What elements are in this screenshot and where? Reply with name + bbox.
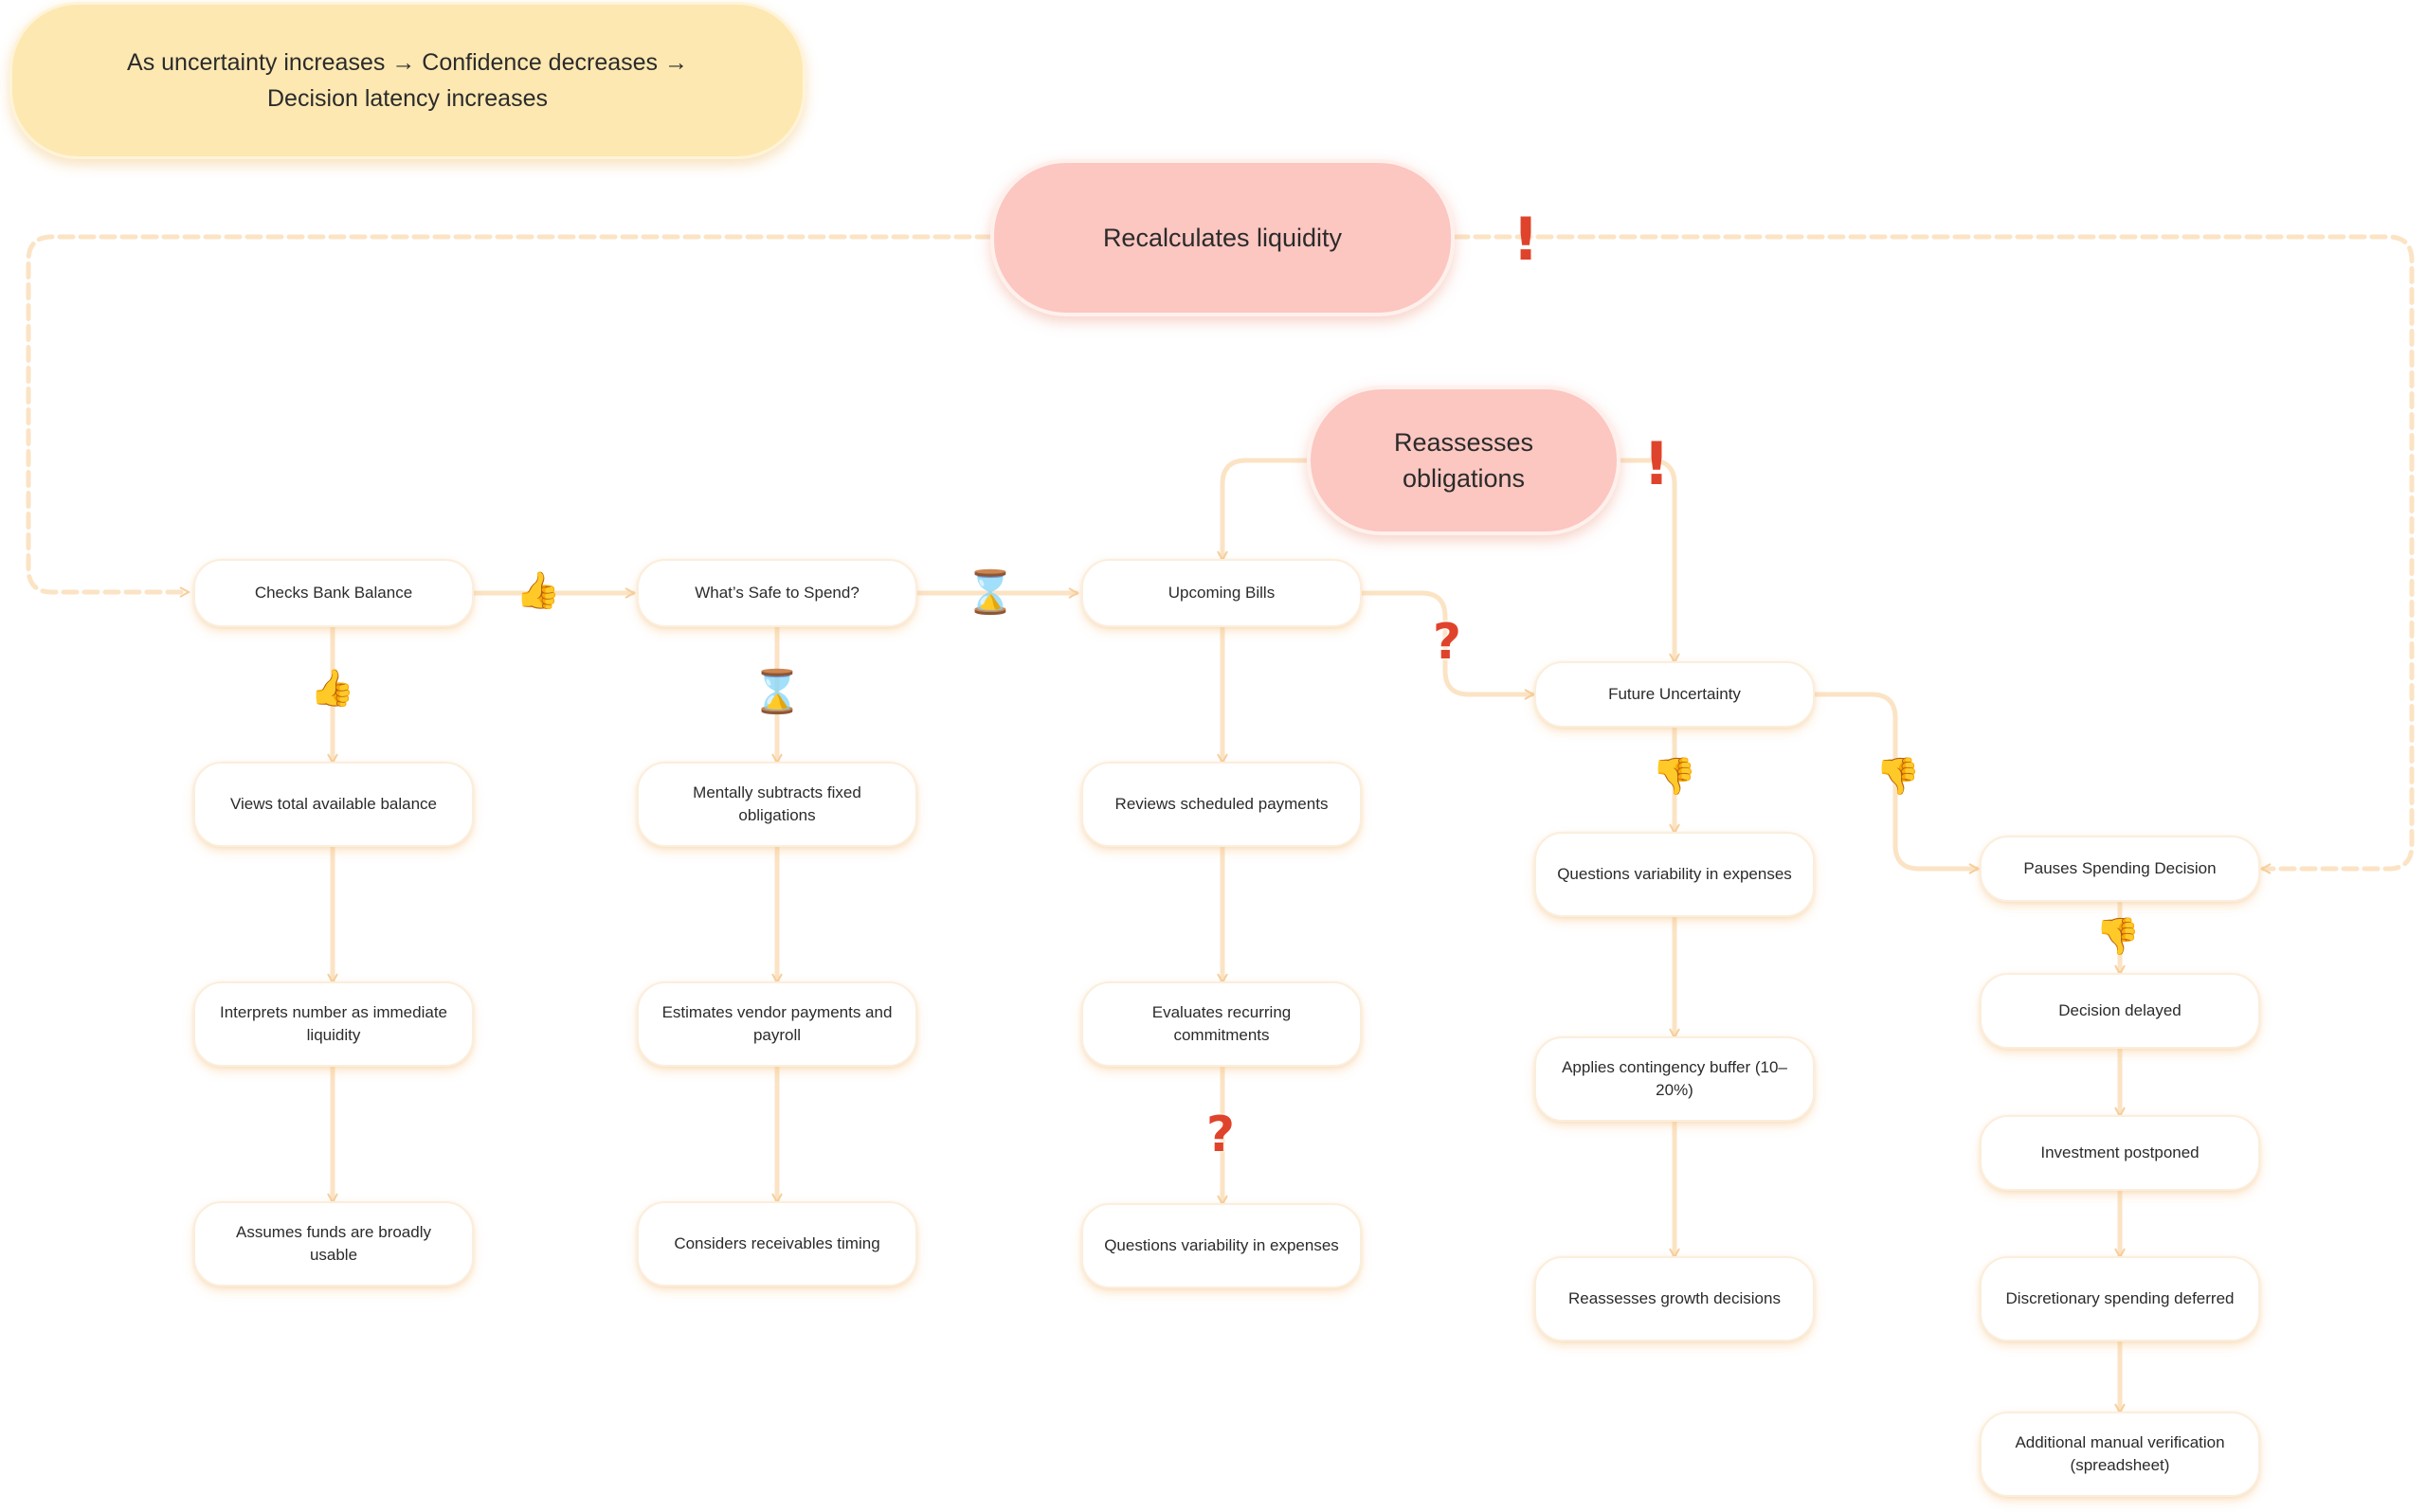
whats-safe-to-spend-label: What’s Safe to Spend? [695,584,860,602]
investment-postponed-node: Investment postponed [1980,1115,2260,1191]
interprets-number-node: Interprets number as immediate liquidity [193,981,474,1067]
assumes-funds-label: Assumes funds are broadly usable [236,1223,431,1264]
thumbs-down-icon: 👎 [1652,755,1697,797]
reassesses-obligations-node: Reassesses obligations [1307,386,1620,535]
thumbs-down-icon: 👎 [2095,915,2141,957]
pauses-spending-label: Pauses Spending Decision [2023,859,2217,877]
mentally-subtracts-label: Mentally subtracts fixed obligations [693,783,861,824]
thumbs-up-icon: 👍 [516,569,561,611]
views-total-balance-node: Views total available balance [193,762,474,847]
estimates-vendor-payments-label: Estimates vendor payments and payroll [661,1003,893,1044]
loop-connector-left [26,234,993,592]
interprets-number-label: Interprets number as immediate liquidity [220,1003,447,1044]
decision-delayed-label: Decision delayed [2058,1001,2182,1019]
thumbs-up-icon: 👍 [310,667,355,709]
decision-delayed-node: Decision delayed [1980,973,2260,1049]
assumes-funds-node: Assumes funds are broadly usable [193,1201,474,1287]
upcoming-bills-node: Upcoming Bills [1081,559,1362,627]
evaluates-recurring-node: Evaluates recurring commitments [1081,981,1362,1067]
question-mark-icon: ? [1205,1107,1236,1163]
col3-questions-variability-label: Questions variability in expenses [1104,1236,1339,1254]
hourglass-icon: ⌛ [751,668,804,716]
reassesses-growth-label: Reassesses growth decisions [1568,1289,1781,1307]
discretionary-deferred-node: Discretionary spending deferred [1980,1256,2260,1341]
col4-questions-variability-label: Questions variability in expenses [1557,865,1792,883]
col4-to-col5-connector [1812,692,1977,869]
contingency-buffer-node: Applies contingency buffer (10–20%) [1534,1036,1815,1122]
discretionary-deferred-label: Discretionary spending deferred [2005,1289,2235,1307]
reassesses-to-bills-connector [1222,458,1310,559]
reviews-scheduled-payments-node: Reviews scheduled payments [1081,762,1362,847]
mentally-subtracts-node: Mentally subtracts fixed obligations [637,762,917,847]
reassesses-to-future-connector [1618,458,1675,661]
evaluates-recurring-label: Evaluates recurring commitments [1151,1003,1292,1044]
recalculates-liquidity-node: Recalculates liquidity [990,159,1455,316]
reassesses-growth-node: Reassesses growth decisions [1534,1256,1815,1341]
manual-verification-label: Additional manual verification (spreadsh… [2015,1433,2225,1474]
principle-banner: As uncertainty increases → Confidence de… [9,2,806,159]
thumbs-down-icon: 👎 [1875,755,1921,797]
exclamation-mark-icon: ! [1512,205,1540,274]
col3-to-col4-connector [1359,590,1532,694]
reassesses-label-line-1: Reassesses [1393,428,1534,457]
considers-receivables-node: Considers receivables timing [637,1201,917,1287]
future-uncertainty-node: Future Uncertainty [1534,661,1815,728]
loop-connector-right [1452,234,2415,869]
investment-postponed-label: Investment postponed [2040,1143,2200,1161]
checks-bank-balance-label: Checks Bank Balance [254,584,413,602]
estimates-vendor-payments-node: Estimates vendor payments and payroll [637,981,917,1067]
pauses-spending-node: Pauses Spending Decision [1980,836,2260,902]
recalculates-liquidity-label: Recalculates liquidity [1102,224,1343,252]
views-total-balance-label: Views total available balance [230,795,437,813]
upcoming-bills-label: Upcoming Bills [1168,584,1276,602]
col3-questions-variability-node: Questions variability in expenses [1081,1203,1362,1288]
banner-line-2: Decision latency increases [267,85,548,112]
contingency-buffer-label: Applies contingency buffer (10–20%) [1562,1058,1787,1099]
checks-bank-balance-node: Checks Bank Balance [193,559,474,627]
whats-safe-to-spend-node: What’s Safe to Spend? [637,559,917,627]
question-mark-icon: ? [1432,614,1462,671]
manual-verification-node: Additional manual verification (spreadsh… [1980,1412,2260,1497]
col4-questions-variability-node: Questions variability in expenses [1534,832,1815,917]
future-uncertainty-label: Future Uncertainty [1608,685,1741,703]
banner-line-1: As uncertainty increases → Confidence de… [127,49,688,76]
reassesses-label-line-2: obligations [1402,464,1526,493]
reviews-scheduled-payments-label: Reviews scheduled payments [1114,795,1329,813]
considers-receivables-label: Considers receivables timing [674,1234,880,1252]
exclamation-mark-icon: ! [1642,429,1671,498]
hourglass-icon: ⌛ [964,568,1017,617]
